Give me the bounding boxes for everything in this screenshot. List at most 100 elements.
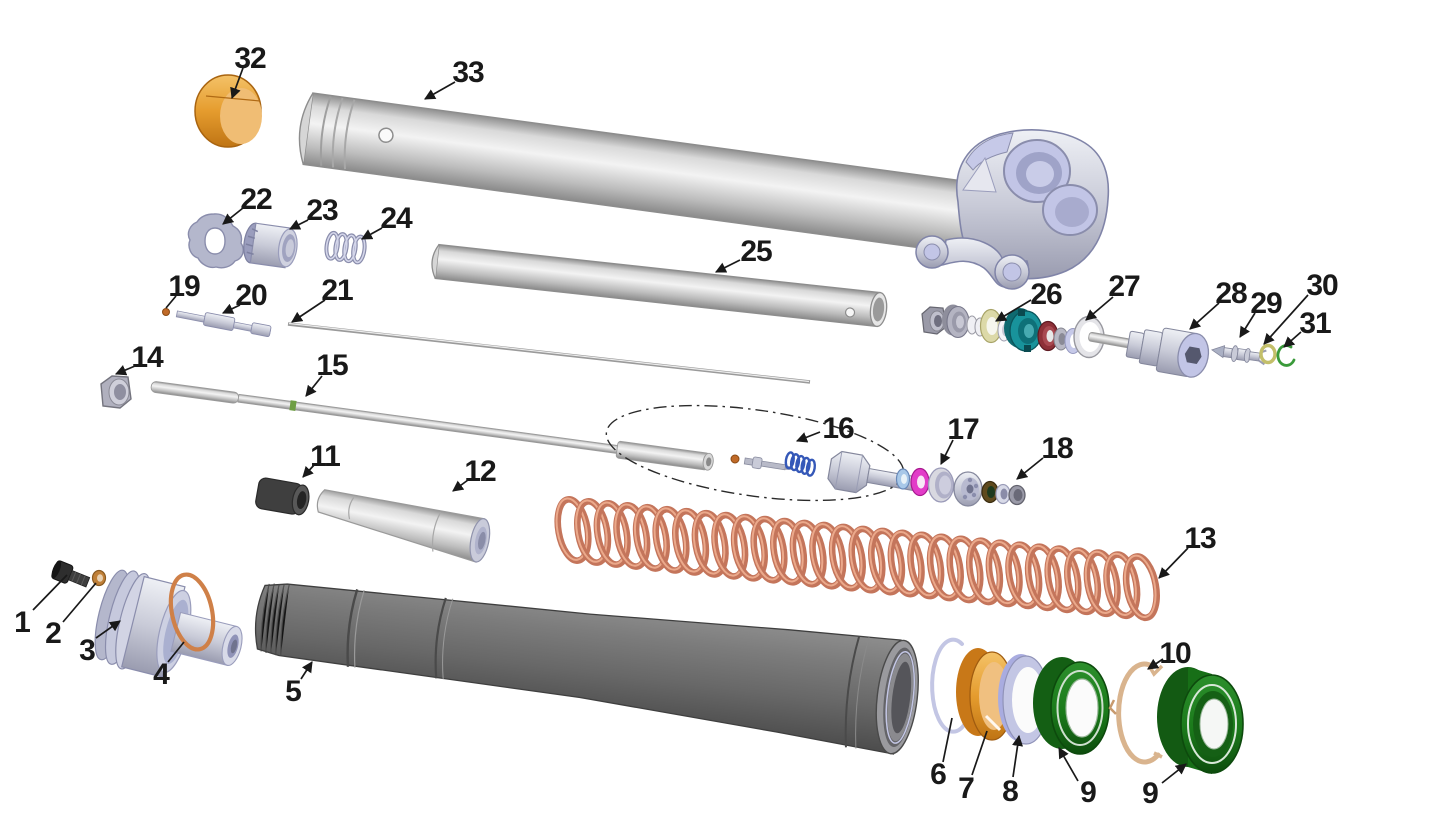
leader-23 (289, 219, 309, 230)
leader-28 (1189, 302, 1220, 330)
leader-29 (1239, 312, 1256, 338)
leader-22 (222, 207, 244, 225)
callout-27: 27 (1108, 270, 1140, 303)
leader-2 (62, 582, 97, 623)
part-22-lock-plate (187, 213, 244, 269)
leader-8 (1012, 734, 1024, 778)
callout-labels: 1 2 3 4 5 6 7 8 9 9 10 11 12 13 14 15 16… (14, 42, 1339, 810)
part-15-rebound-rod (150, 381, 714, 471)
part-11-bump-rubber (255, 477, 310, 516)
leader-15 (305, 375, 323, 397)
leader-25 (715, 259, 741, 273)
callout-4: 4 (153, 658, 170, 691)
part-9b-dust-seal (1157, 667, 1244, 774)
callout-19: 19 (168, 270, 200, 303)
leader-4 (167, 641, 185, 663)
callout-12: 12 (464, 455, 496, 488)
part-28-compression-adjuster (1088, 327, 1210, 378)
leader-11 (302, 463, 316, 478)
rebound-spring (784, 451, 817, 477)
part-10-seal-clip (1108, 661, 1164, 765)
part-19-oring (162, 308, 170, 316)
callout-20: 20 (235, 279, 267, 312)
part-32-upper-bushing (194, 74, 262, 148)
part-24-adjuster-spring (324, 230, 367, 265)
leader-9b (1161, 763, 1187, 784)
part-14-hex-nut (100, 375, 132, 409)
part-29-bleed-valve (1211, 345, 1267, 366)
callout-9a: 9 (1080, 776, 1096, 809)
callout-22: 22 (240, 183, 272, 216)
part-3-compression-base (94, 569, 243, 678)
leader-26 (995, 299, 1032, 322)
leader-lines (32, 67, 1309, 784)
part-piston (953, 471, 983, 507)
callout-3: 3 (79, 634, 95, 667)
leader-1 (32, 574, 68, 611)
part-12-spring-spacer (316, 489, 491, 563)
part-21-push-rod (287, 322, 811, 384)
leader-10 (1147, 658, 1164, 670)
callout-1: 1 (14, 606, 30, 639)
leader-30 (1263, 294, 1309, 345)
part-23-adjuster-cap (243, 222, 298, 269)
callout-33: 33 (452, 56, 484, 89)
part-6-retaining-ring (930, 637, 968, 734)
part-31-circlip (1276, 344, 1296, 367)
part-18-lock-nut (1008, 484, 1026, 506)
leader-9a (1058, 747, 1079, 782)
callout-31: 31 (1299, 307, 1331, 340)
part-17-18-piston-stack (895, 467, 1026, 507)
callout-6: 6 (930, 758, 946, 791)
part-4-oring (168, 572, 216, 652)
part-1-base-bolt (51, 560, 91, 588)
callout-16: 16 (822, 412, 854, 445)
part-2-crush-washer (91, 569, 107, 587)
leader-27 (1085, 296, 1114, 321)
leader-32 (230, 67, 244, 100)
callout-23: 23 (306, 194, 338, 227)
leader-19 (165, 295, 177, 309)
callout-8: 8 (1002, 775, 1018, 808)
callout-25: 25 (740, 235, 772, 268)
callout-11: 11 (310, 440, 340, 473)
callout-2: 2 (45, 617, 61, 650)
callout-13: 13 (1184, 522, 1216, 555)
part-17-spring-cup (927, 467, 955, 503)
part-teal-piston (1004, 308, 1043, 352)
callout-9b: 9 (1142, 777, 1158, 810)
leader-7 (971, 730, 988, 776)
part-33-fork-tube (298, 92, 1110, 290)
callout-30: 30 (1306, 269, 1338, 302)
leader-17 (940, 439, 954, 465)
leader-12 (452, 479, 469, 492)
callout-32: 32 (234, 42, 266, 75)
callout-15: 15 (316, 349, 348, 382)
axle-clamp-lug (915, 129, 1110, 290)
leader-20 (222, 303, 241, 314)
part-9-oil-seal (1033, 657, 1110, 755)
leader-16 (795, 431, 821, 443)
part-30-washer (1259, 343, 1277, 365)
part-13-main-spring (554, 496, 1160, 622)
callout-28: 28 (1215, 277, 1247, 310)
part-25-cartridge-tube (431, 243, 888, 328)
callout-24: 24 (380, 202, 413, 235)
leader-31 (1283, 331, 1302, 348)
callout-18: 18 (1041, 432, 1073, 465)
leader-6 (942, 717, 953, 763)
leader-21 (291, 299, 326, 323)
leader-5 (300, 661, 313, 680)
part-26-compression-stack (921, 304, 1082, 354)
part-20-needle-rod (175, 310, 272, 338)
leader-24 (361, 227, 383, 240)
leader-3 (95, 620, 121, 639)
leader-14 (114, 365, 136, 376)
callout-10: 10 (1159, 637, 1191, 670)
leader-13 (1158, 547, 1189, 579)
part-5-lower-tube (254, 583, 919, 755)
callout-17: 17 (947, 413, 979, 446)
callout-21: 21 (321, 274, 353, 307)
callout-29: 29 (1250, 287, 1282, 320)
